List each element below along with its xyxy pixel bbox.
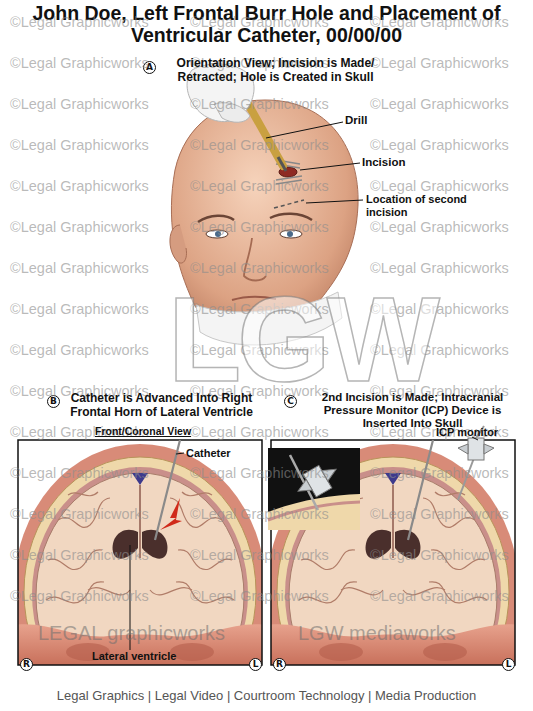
watermark: ©Legal Graphicworks xyxy=(10,178,149,194)
callout-label: Location of second incision xyxy=(366,193,471,219)
circle-letter: L xyxy=(253,660,259,669)
watermark: ©Legal Graphicworks xyxy=(10,547,149,563)
watermark: ©Legal Graphicworks xyxy=(190,137,329,153)
big-watermark: LGW xyxy=(168,270,436,408)
watermark: ©Legal Graphicworks xyxy=(370,96,509,112)
watermark: ©Legal Graphicworks xyxy=(190,547,329,563)
watermark: ©Legal Graphicworks xyxy=(190,465,329,481)
watermark: ©Legal Graphicworks xyxy=(10,588,149,604)
logo-watermark: LGW mediaworks xyxy=(298,622,456,645)
watermark: ©Legal Graphicworks xyxy=(10,96,149,112)
watermark: ©Legal Graphicworks xyxy=(190,178,329,194)
letter-circle: R xyxy=(20,658,33,671)
watermark: ©Legal Graphicworks xyxy=(370,137,509,153)
watermark: ©Legal Graphicworks xyxy=(190,424,329,440)
watermark: ©Legal Graphicworks xyxy=(190,14,329,30)
watermark: ©Legal Graphicworks xyxy=(10,301,149,317)
callout-label: Drill xyxy=(345,114,367,126)
watermark: ©Legal Graphicworks xyxy=(10,465,149,481)
watermark: ©Legal Graphicworks xyxy=(370,547,509,563)
callout-label: ICP monitor xyxy=(436,426,498,438)
watermark: ©Legal Graphicworks xyxy=(370,14,509,30)
watermark: ©Legal Graphicworks xyxy=(370,55,509,71)
watermark: ©Legal Graphicworks xyxy=(10,55,149,71)
logo-watermark: LEGAL graphicworks xyxy=(38,622,225,645)
callout-label: Catheter xyxy=(186,447,231,459)
letter-circle: L xyxy=(249,658,262,671)
watermark: ©Legal Graphicworks xyxy=(190,588,329,604)
watermark: ©Legal Graphicworks xyxy=(10,137,149,153)
footer-text: Legal Graphics | Legal Video | Courtroom… xyxy=(0,688,533,703)
callout-label: Incision xyxy=(362,156,405,168)
circle-letter: R xyxy=(23,660,30,669)
watermark: ©Legal Graphicworks xyxy=(190,506,329,522)
letter-circle: L xyxy=(502,658,515,671)
letter-circle: R xyxy=(273,658,286,671)
watermark: ©Legal Graphicworks xyxy=(370,219,509,235)
watermark: ©Legal Graphicworks xyxy=(370,465,509,481)
circle-letter: R xyxy=(276,660,283,669)
watermark: ©Legal Graphicworks xyxy=(10,506,149,522)
view-label: Front/Coronal View xyxy=(95,425,191,437)
circle-letter: L xyxy=(506,660,512,669)
watermark: ©Legal Graphicworks xyxy=(370,588,509,604)
watermark: ©Legal Graphicworks xyxy=(370,178,509,194)
watermark: ©Legal Graphicworks xyxy=(190,219,329,235)
watermark: ©Legal Graphicworks xyxy=(10,260,149,276)
watermark: ©Legal Graphicworks xyxy=(10,14,149,30)
watermark: ©Legal Graphicworks xyxy=(10,219,149,235)
watermark: ©Legal Graphicworks xyxy=(190,96,329,112)
watermark: ©Legal Graphicworks xyxy=(10,342,149,358)
watermark: ©Legal Graphicworks xyxy=(370,506,509,522)
callout-label: Lateral ventricle xyxy=(92,650,176,662)
panel-heading: Orientation View; Incision is Made/ Retr… xyxy=(158,56,393,84)
